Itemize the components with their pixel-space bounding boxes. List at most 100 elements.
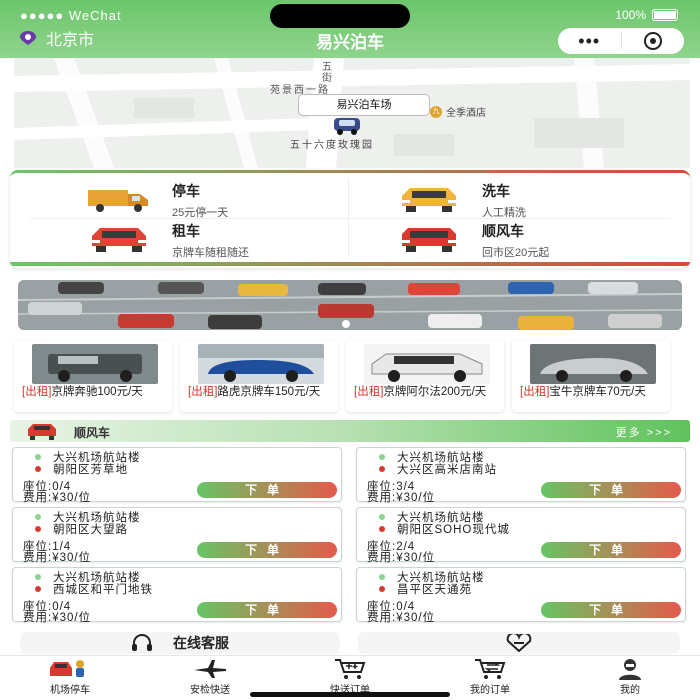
origin-label: 大兴机场航站楼	[53, 452, 141, 464]
service-rental[interactable]: 租车 京牌车随租随还	[86, 220, 386, 260]
favorite-button[interactable]	[358, 632, 680, 654]
order-button[interactable]: 下单	[197, 602, 337, 618]
place-label: 五十六度玫瑰园	[290, 140, 374, 151]
destination-dot	[35, 586, 41, 592]
ride-seats: 座位:2/4	[367, 541, 416, 553]
tab-label: 安检快送	[190, 685, 230, 696]
origin-dot	[35, 574, 41, 580]
rental-desc: 京牌奔驰100元/天	[51, 386, 143, 398]
mini-program-capsule: •••	[558, 28, 684, 54]
ride-destination: 西城区和平门地铁	[35, 581, 153, 597]
ride-destination: 朝阳区大望路	[35, 521, 128, 537]
tab-my-orders[interactable]: 我的订单	[440, 658, 540, 698]
home-indicator	[250, 692, 450, 697]
services-card	[10, 170, 690, 268]
ride-fee: 费用:¥30/位	[367, 492, 436, 504]
rental-car-photo	[530, 344, 656, 384]
rental-card[interactable]: [出租]京牌阿尔法200元/天	[346, 340, 504, 412]
rental-card[interactable]: [出租]宝牛京牌车70元/天	[512, 340, 670, 412]
rental-text: [出租]宝牛京牌车70元/天	[520, 386, 668, 399]
ride-card[interactable]: 大兴机场航站楼 朝阳区SOHO现代城 座位:2/4 费用:¥30/位 下单	[356, 507, 686, 564]
parking-lot-callout[interactable]: 易兴泊车场	[298, 94, 430, 116]
online-service-button[interactable]: 在线客服	[20, 632, 340, 654]
order-button[interactable]: 下单	[197, 482, 337, 498]
more-link[interactable]: 更多 >>>	[615, 427, 672, 439]
rental-card[interactable]: [出租]京牌奔驰100元/天	[14, 340, 172, 412]
destination-label: 大兴区高米店南站	[397, 464, 497, 476]
more-menu-button[interactable]: •••	[578, 31, 601, 51]
services-card-border	[10, 262, 690, 266]
ride-seats: 座位:0/4	[23, 481, 72, 493]
airplane-icon	[194, 660, 226, 678]
rental-text: [出租]路虎京牌车150元/天	[188, 386, 336, 399]
order-button[interactable]: 下单	[541, 482, 681, 498]
destination-label: 西城区和平门地铁	[53, 584, 153, 596]
destination-dot	[35, 526, 41, 532]
carpool-section-header: 顺风车 更多 >>>	[10, 420, 690, 442]
parking-lot-photo	[18, 280, 682, 330]
rental-text: [出租]京牌阿尔法200元/天	[354, 386, 502, 399]
rental-card[interactable]: [出租]路虎京牌车150元/天	[180, 340, 338, 412]
service-title: 租车	[172, 222, 200, 239]
origin-label: 大兴机场航站楼	[53, 512, 141, 524]
profile-icon	[619, 659, 641, 680]
service-desc: 京牌车随租随还	[172, 246, 249, 259]
promo-banner[interactable]	[18, 280, 682, 330]
battery-icon	[652, 9, 678, 21]
airport-parking-icon	[50, 660, 84, 677]
ride-fee: 费用:¥30/位	[23, 552, 92, 564]
service-desc: 25元停一天	[172, 206, 229, 219]
ride-card[interactable]: 大兴机场航站楼 昌平区天通苑 座位:0/4 费用:¥30/位 下单	[356, 567, 686, 624]
map-view[interactable]: 五 街 苑景西一路 易兴泊车场 九 全季酒店 五十六度玫瑰园	[14, 58, 690, 168]
service-carpool[interactable]: 顺风车 回市区20元起	[396, 220, 696, 260]
city-label: 北京市	[46, 32, 95, 49]
tab-label: 机场停车	[50, 685, 90, 696]
tab-profile[interactable]: 我的	[580, 658, 680, 698]
car-marker-icon[interactable]	[330, 114, 364, 136]
tab-delivery-orders[interactable]: 快送订单	[300, 658, 400, 698]
service-title: 停车	[172, 182, 200, 199]
rental-tag: [出租]	[22, 386, 52, 398]
service-title: 洗车	[482, 182, 510, 199]
tab-airport-parking[interactable]: 机场停车	[20, 658, 120, 698]
banner-pager-dot[interactable]	[342, 320, 350, 328]
tab-security-delivery[interactable]: 安检快送	[160, 658, 260, 698]
service-parking[interactable]: 停车 25元停一天	[86, 180, 386, 220]
ride-seats: 座位:1/4	[23, 541, 72, 553]
ride-fee: 费用:¥30/位	[23, 612, 92, 624]
ride-seats: 座位:3/4	[367, 481, 416, 493]
rental-tag: [出租]	[188, 386, 218, 398]
service-wash[interactable]: 洗车 人工精洗	[396, 180, 696, 220]
ride-destination: 朝阳区SOHO现代城	[379, 521, 510, 537]
hotel-poi[interactable]: 九 全季酒店	[430, 104, 486, 119]
map-road-label: 街	[322, 73, 332, 84]
service-desc: 人工精洗	[482, 206, 526, 219]
ride-card[interactable]: 大兴机场航站楼 朝阳区大望路 座位:1/4 费用:¥30/位 下单	[12, 507, 342, 564]
rental-car-photo	[364, 344, 490, 384]
order-button[interactable]: 下单	[541, 542, 681, 558]
carpool-car-icon	[402, 228, 456, 252]
city-selector[interactable]: 北京市	[18, 26, 94, 50]
map-road-label: 苑景西一路	[270, 85, 330, 96]
order-button[interactable]: 下单	[541, 602, 681, 618]
tab-label: 快送订单	[330, 685, 370, 696]
headset-icon	[132, 634, 152, 651]
tab-label: 我的	[620, 685, 640, 696]
services-divider	[30, 218, 670, 219]
ride-card[interactable]: 大兴机场航站楼 西城区和平门地铁 座位:0/4 费用:¥30/位 下单	[12, 567, 342, 624]
origin-dot	[379, 454, 385, 460]
ride-fee: 费用:¥30/位	[367, 552, 436, 564]
ride-origin: 大兴机场航站楼	[35, 509, 141, 525]
destination-dot	[35, 466, 41, 472]
ride-card[interactable]: 大兴机场航站楼 大兴区高米店南站 座位:3/4 费用:¥30/位 下单	[356, 447, 686, 504]
destination-dot	[379, 526, 385, 532]
ride-seats: 座位:0/4	[367, 601, 416, 613]
tab-label: 我的订单	[470, 685, 510, 696]
ride-card[interactable]: 大兴机场航站楼 朝阳区芳草地 座位:0/4 费用:¥30/位 下单	[12, 447, 342, 504]
rental-desc: 宝牛京牌车70元/天	[549, 386, 646, 398]
origin-label: 大兴机场航站楼	[53, 572, 141, 584]
hotel-label: 全季酒店	[446, 108, 486, 119]
close-program-button[interactable]	[622, 31, 685, 51]
ride-seats: 座位:0/4	[23, 601, 72, 613]
order-button[interactable]: 下单	[197, 542, 337, 558]
